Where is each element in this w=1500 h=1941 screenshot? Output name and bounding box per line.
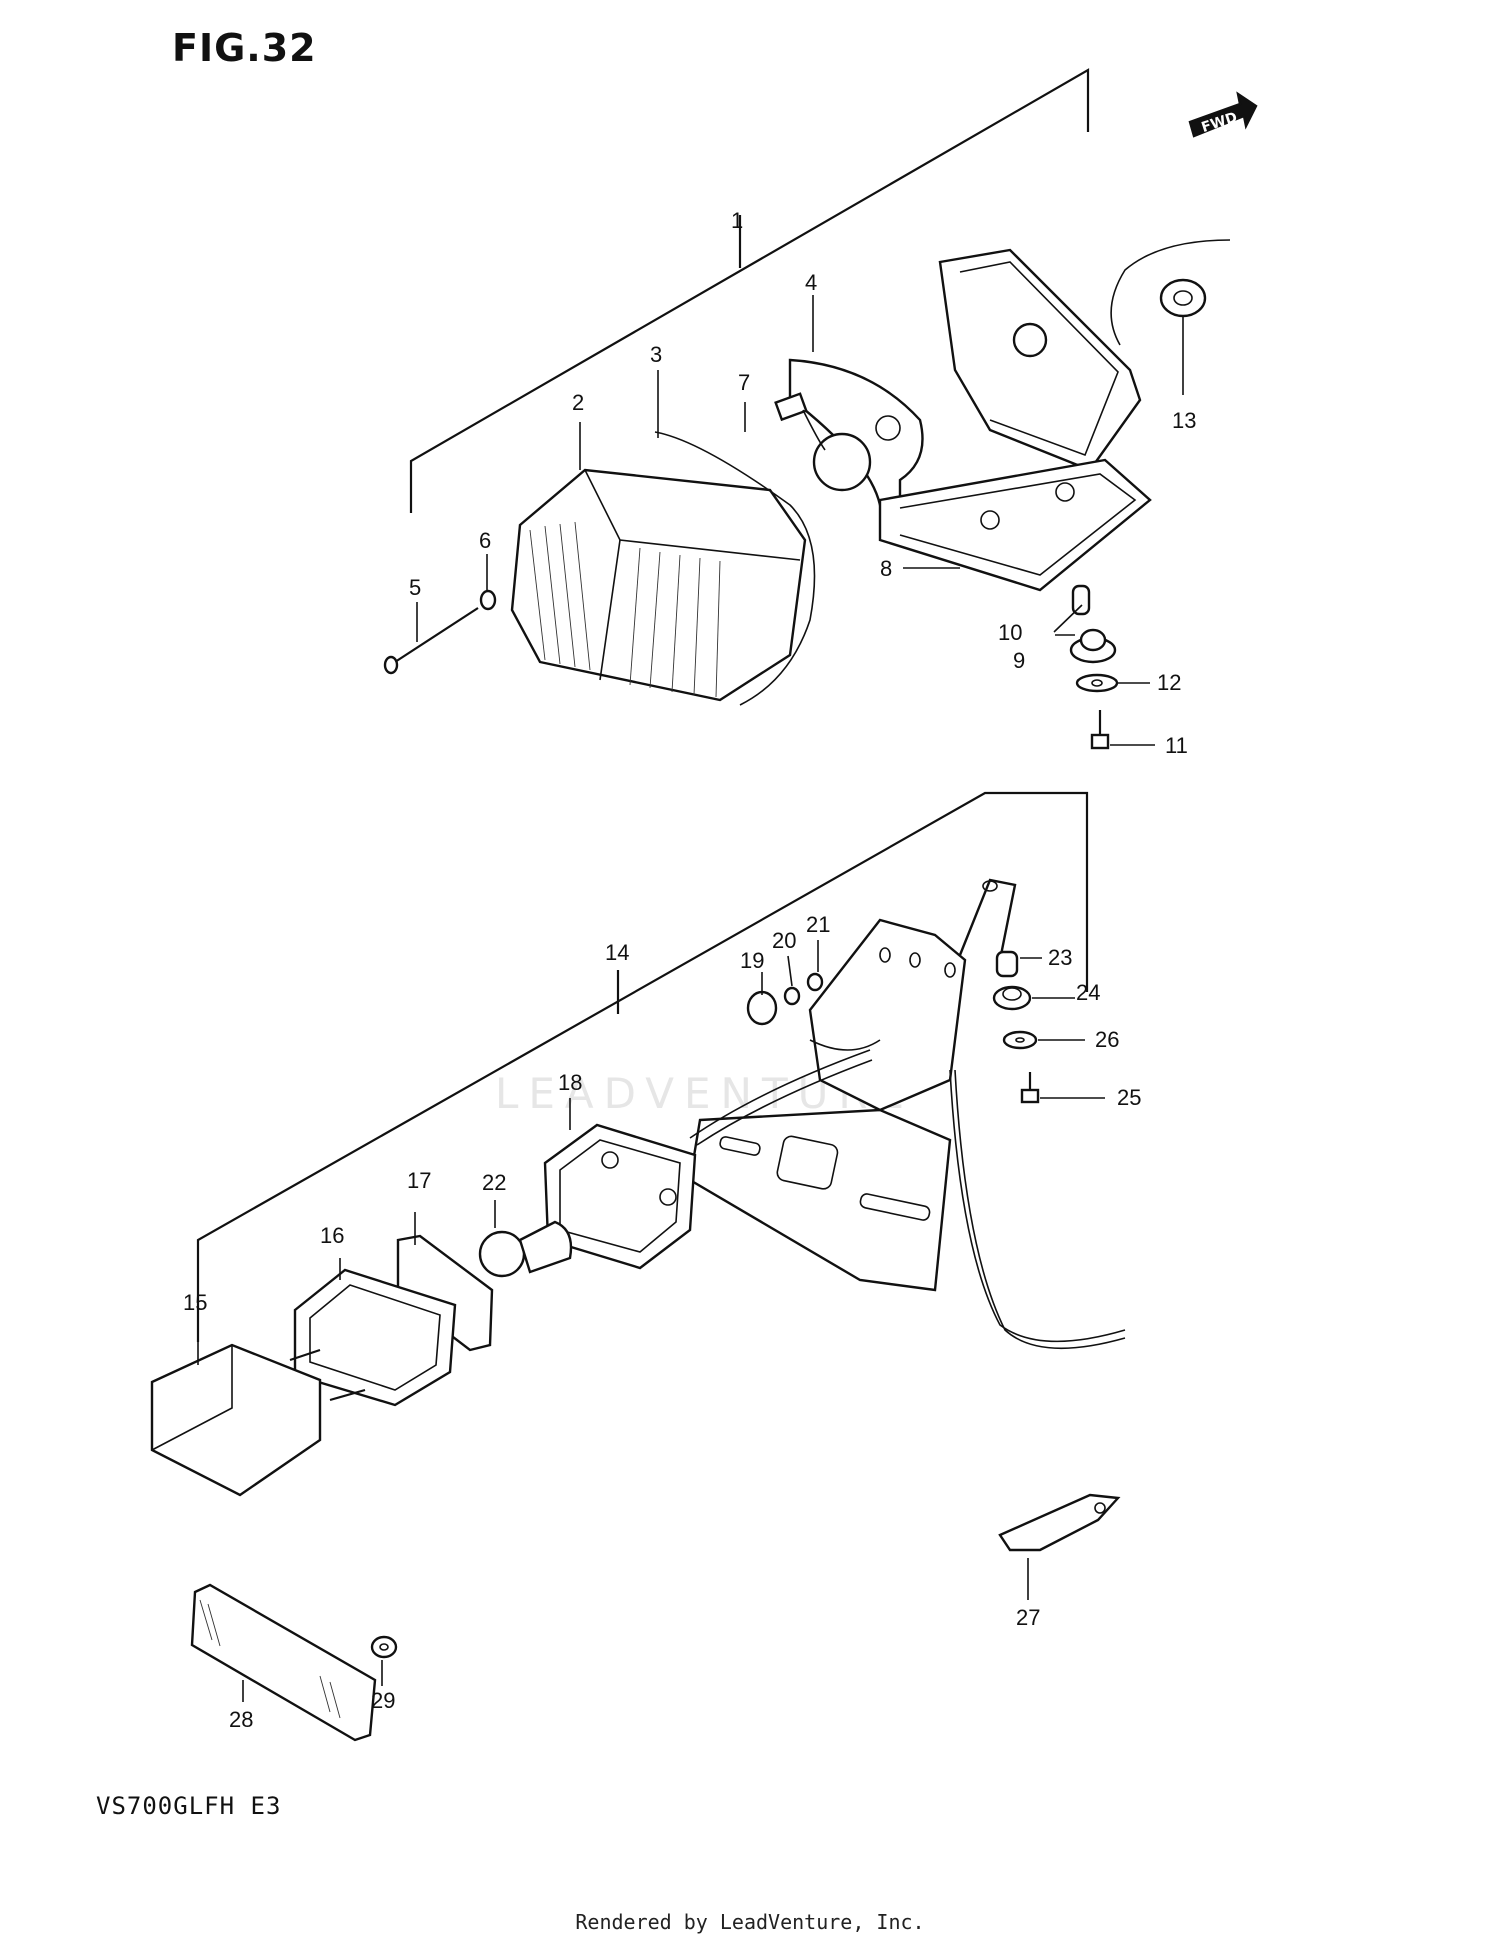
figure-title: FIG.32 [172, 26, 317, 70]
stay-27 [998, 1493, 1121, 1552]
callout-17: 17 [407, 1168, 431, 1193]
gasket-3 [654, 431, 816, 706]
callout-20: 20 [772, 928, 796, 953]
assembly-bracket-1 [409, 68, 1090, 513]
callout-1: 1 [731, 208, 743, 233]
callout-18: 18 [558, 1070, 582, 1095]
callout-3: 3 [650, 342, 662, 367]
callout-11: 11 [1165, 733, 1188, 758]
base-housing-8 [878, 239, 1231, 592]
callout-8: 8 [880, 556, 892, 581]
callout-4: 4 [805, 270, 817, 295]
nut-21 [806, 972, 824, 992]
bulb-22 [478, 1220, 573, 1278]
wire [696, 1059, 873, 1146]
wire [949, 1069, 1126, 1343]
license-bracket-24 [688, 878, 1017, 1292]
callout-10: 10 [998, 620, 1022, 645]
callout-26: 26 [1095, 1027, 1119, 1052]
nut-20 [783, 986, 801, 1006]
bolt-11 [1090, 710, 1110, 750]
tail-lens-2 [510, 468, 807, 702]
bulb-holder-plate-4 [788, 358, 924, 512]
callout-13: 13 [1172, 408, 1196, 433]
callout-5: 5 [409, 575, 421, 600]
washer-12 [1075, 673, 1119, 693]
callout-2: 2 [572, 390, 584, 415]
nut-6 [479, 589, 497, 611]
cushion-9 [1069, 628, 1117, 664]
wire [689, 1049, 871, 1139]
bulb-7 [774, 392, 872, 492]
leader-lines [197, 295, 1184, 1702]
callout-24: 24 [1076, 980, 1100, 1005]
callout-7: 7 [738, 370, 750, 395]
callout-labels: 1 2 3 4 5 6 7 8 9 10 11 12 13 14 15 16 1… [183, 208, 1196, 1732]
callout-22: 22 [482, 1170, 506, 1195]
reflector-28 [190, 1583, 377, 1742]
washer-26 [1002, 1030, 1038, 1050]
callout-16: 16 [320, 1223, 344, 1248]
render-credit: Rendered by LeadVenture, Inc. [575, 1910, 925, 1934]
callout-15: 15 [183, 1290, 207, 1315]
callout-28: 28 [229, 1707, 253, 1732]
nut-29 [370, 1635, 398, 1659]
screw-5 [383, 607, 479, 675]
callout-23: 23 [1048, 945, 1072, 970]
callout-25: 25 [1117, 1085, 1141, 1110]
callout-12: 12 [1157, 670, 1181, 695]
callout-21: 21 [806, 912, 830, 937]
callout-6: 6 [479, 528, 491, 553]
lens-15 [150, 1343, 366, 1497]
collar-10 [1071, 584, 1091, 616]
wire [954, 1069, 1126, 1350]
callout-29: 29 [371, 1688, 395, 1713]
callout-19: 19 [740, 948, 764, 973]
grommet-13 [1159, 278, 1207, 318]
cushion-24 [992, 985, 1032, 1011]
bolt-25 [1020, 1072, 1040, 1104]
assembly-bracket-14 [196, 791, 1089, 1342]
collar-23 [995, 950, 1019, 978]
callout-27: 27 [1016, 1605, 1040, 1630]
callout-9: 9 [1013, 648, 1025, 673]
fwd-arrow-icon: FWD [1188, 91, 1258, 138]
fwd-label: FWD [1199, 110, 1239, 137]
model-code: VS700GLFH E3 [96, 1792, 282, 1820]
callout-14: 14 [605, 940, 629, 965]
grommet-19 [746, 990, 778, 1026]
